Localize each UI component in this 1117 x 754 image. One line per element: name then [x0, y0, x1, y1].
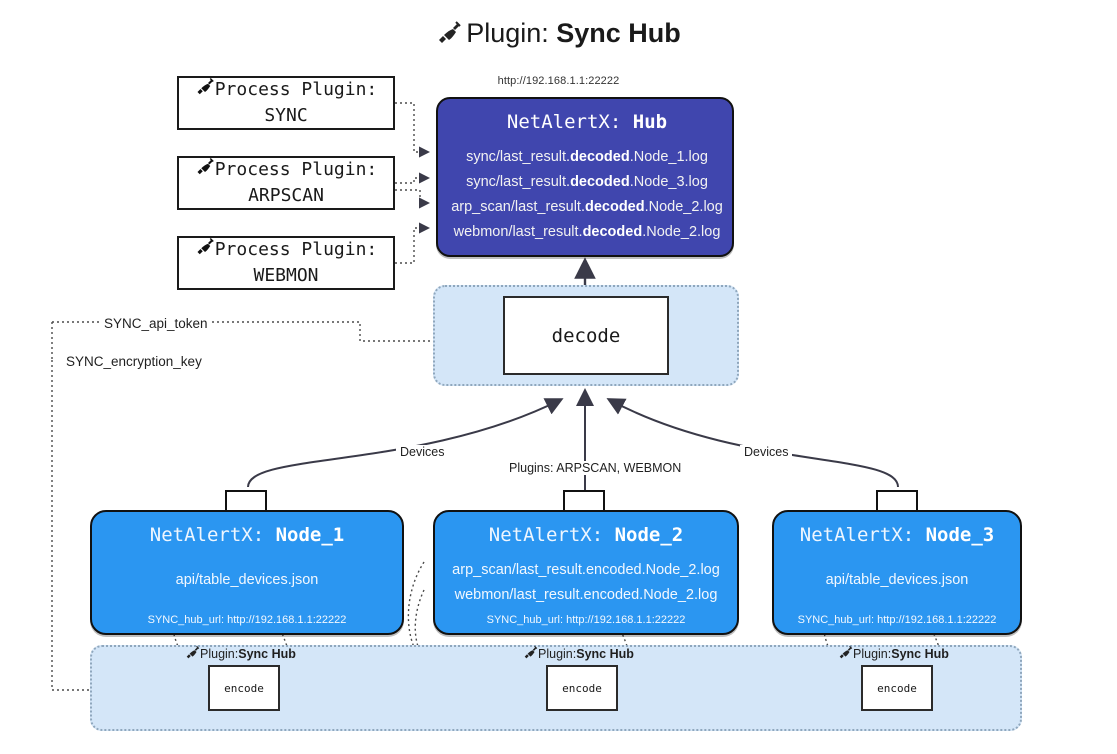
log-bold: decoded: [584, 199, 645, 215]
node-title-name: Node_3: [925, 524, 995, 546]
hub-log-line: sync/last_result.decoded.Node_3.log: [438, 170, 736, 195]
node-resource-line: api/table_devices.json: [175, 572, 319, 588]
process-plugin-arpscan[interactable]: Process Plugin: ARPSCAN: [177, 156, 395, 210]
hub-log-line: arp_scan/last_result.decoded.Node_2.log: [438, 195, 736, 220]
node-title-prefix: NetAlertX:: [488, 524, 615, 546]
node-title: NetAlertX: Node_1: [92, 522, 402, 548]
title-name: Sync Hub: [556, 18, 681, 48]
process-plugin-name: SYNC: [264, 105, 308, 126]
process-plugin-name: ARPSCAN: [248, 185, 324, 206]
encode-box[interactable]: encode: [208, 665, 280, 711]
node-title: NetAlertX: Node_2: [435, 522, 737, 548]
plug-icon: [838, 645, 853, 662]
encode-box[interactable]: encode: [861, 665, 933, 711]
log-post: .Node_2.log: [642, 224, 721, 240]
node-resource-line: webmon/last_result.encoded.Node_2.log: [454, 587, 718, 603]
log-post: .Node_3.log: [629, 174, 708, 190]
process-plugin-name: WEBMON: [253, 265, 319, 286]
hub-url-label: http://192.168.1.1:22222: [497, 75, 620, 87]
edge-label-devices-right: Devices: [740, 445, 793, 459]
plug-icon: [195, 77, 215, 103]
encode-box[interactable]: encode: [546, 665, 618, 711]
encode-label-name: Sync Hub: [576, 646, 634, 661]
log-bold: decoded: [582, 224, 643, 240]
process-plugin-sync[interactable]: Process Plugin: SYNC: [177, 76, 395, 130]
node-title-name: Node_2: [614, 524, 684, 546]
node-title: NetAlertX: Node_3: [774, 522, 1020, 548]
log-pre: sync/last_result.: [466, 174, 571, 190]
hub-title-prefix: NetAlertX:: [506, 111, 633, 133]
node-hub-url: SYNC_hub_url: http://192.168.1.1:22222: [797, 614, 997, 626]
sync-api-token-label: SYNC_api_token: [100, 316, 212, 331]
plug-icon: [185, 645, 200, 662]
plug-icon: [195, 237, 215, 263]
hub-title-name: Hub: [632, 111, 668, 133]
log-pre: webmon/last_result.: [453, 224, 583, 240]
process-plugin-label: Process Plugin:: [214, 239, 378, 260]
encode-label-prefix: Plugin:: [853, 646, 892, 661]
node-3[interactable]: NetAlertX: Node_3 api/table_devices.json…: [772, 510, 1022, 635]
node-hub-url: SYNC_hub_url: http://192.168.1.1:22222: [147, 614, 347, 626]
node-title-prefix: NetAlertX:: [799, 524, 926, 546]
decode-box[interactable]: decode: [503, 296, 669, 375]
hub-title: NetAlertX: Hub: [438, 109, 736, 135]
hub-node[interactable]: NetAlertX: Hub sync/last_result.decoded.…: [436, 97, 734, 257]
node-title-prefix: NetAlertX:: [149, 524, 276, 546]
log-bold: decoded: [570, 149, 630, 165]
log-post: .Node_2.log: [644, 199, 723, 215]
encode-label-prefix: Plugin:: [200, 646, 239, 661]
encode-plugin-label: Plugin: Sync Hub: [185, 645, 296, 662]
log-pre: sync/last_result.: [466, 149, 571, 165]
log-pre: arp_scan/last_result.: [451, 199, 585, 215]
process-plugin-label: Process Plugin:: [214, 159, 378, 180]
plug-icon: [195, 157, 215, 183]
encode-label-name: Sync Hub: [891, 646, 949, 661]
node-hub-url: SYNC_hub_url: http://192.168.1.1:22222: [486, 614, 686, 626]
title-prefix: Plugin:: [466, 18, 557, 48]
edge-label-devices-left: Devices: [396, 445, 449, 459]
node-title-name: Node_1: [275, 524, 345, 546]
edge-label-plugins: Plugins: ARPSCAN, WEBMON: [505, 461, 686, 475]
node-resource-line: api/table_devices.json: [825, 572, 969, 588]
page-title: Plugin: Sync Hub: [0, 16, 1117, 52]
encode-label-name: Sync Hub: [238, 646, 296, 661]
plug-icon: [436, 18, 462, 52]
encode-plugin-label: Plugin: Sync Hub: [838, 645, 949, 662]
log-bold: decoded: [570, 174, 630, 190]
hub-log-line: sync/last_result.decoded.Node_1.log: [438, 145, 736, 170]
encode-label-prefix: Plugin:: [538, 646, 577, 661]
sync-encryption-key-label: SYNC_encryption_key: [62, 354, 206, 369]
node-resource-line: arp_scan/last_result.encoded.Node_2.log: [452, 562, 720, 578]
node-1[interactable]: NetAlertX: Node_1 api/table_devices.json…: [90, 510, 404, 635]
process-plugin-webmon[interactable]: Process Plugin: WEBMON: [177, 236, 395, 290]
process-plugin-label: Process Plugin:: [214, 79, 378, 100]
hub-log-line: webmon/last_result.decoded.Node_2.log: [438, 220, 736, 245]
plug-icon: [523, 645, 538, 662]
log-post: .Node_1.log: [629, 149, 708, 165]
node-2[interactable]: NetAlertX: Node_2 arp_scan/last_result.e…: [433, 510, 739, 635]
encode-plugin-label: Plugin: Sync Hub: [523, 645, 634, 662]
